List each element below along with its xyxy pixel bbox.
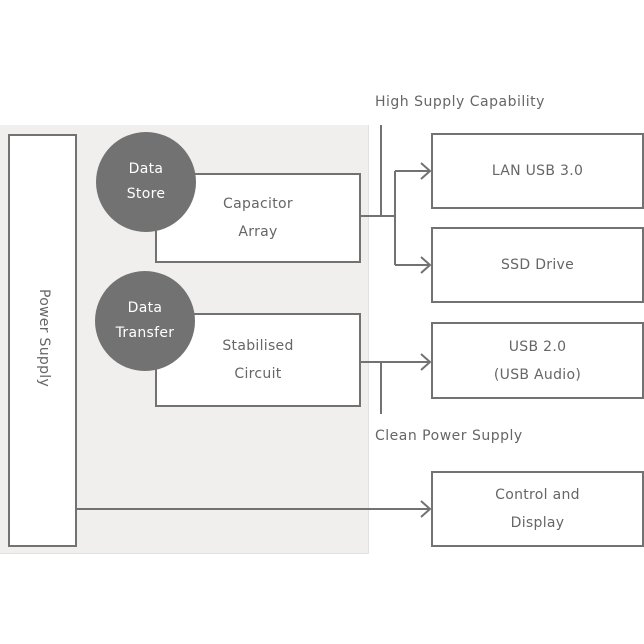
lan-usb3-block: LAN USB 3.0 <box>431 133 644 209</box>
clean-power-annotation: Clean Power Supply <box>375 428 523 444</box>
ssd-drive-block: SSD Drive <box>431 227 644 303</box>
stabilised-circuit-line1: Stabilised <box>222 338 294 354</box>
stabilised-circuit-line2: Circuit <box>234 366 282 382</box>
data-transfer-line2: Transfer <box>115 325 175 341</box>
control-display-line2: Display <box>510 515 565 531</box>
data-store-line1: Data <box>128 161 164 177</box>
arrow-lan <box>420 162 432 180</box>
data-store-line2: Store <box>126 186 166 202</box>
usb2-line2: (USB Audio) <box>493 366 582 383</box>
arrow-usb2 <box>420 353 432 371</box>
arrow-control <box>420 500 432 518</box>
capacitor-array-line2: Array <box>238 224 278 240</box>
arrow-ssd <box>420 256 432 274</box>
control-display-line1: Control and <box>495 487 580 503</box>
data-transfer-circle: Data Transfer <box>95 271 195 371</box>
data-transfer-line1: Data <box>127 300 163 316</box>
power-supply-block <box>8 134 77 547</box>
high-supply-annotation: High Supply Capability <box>375 94 545 110</box>
usb2-line1: USB 2.0 <box>508 338 567 355</box>
lan-usb3-label: LAN USB 3.0 <box>491 163 584 179</box>
stabilised-circuit-block: Stabilised Circuit <box>155 313 361 407</box>
data-store-circle: Data Store <box>96 132 196 232</box>
control-display-block: Control and Display <box>431 471 644 547</box>
capacitor-array-line1: Capacitor <box>223 196 293 212</box>
power-supply-label: Power Supply <box>36 288 52 388</box>
usb2-block: USB 2.0 (USB Audio) <box>431 322 644 399</box>
ssd-drive-label: SSD Drive <box>500 257 575 273</box>
